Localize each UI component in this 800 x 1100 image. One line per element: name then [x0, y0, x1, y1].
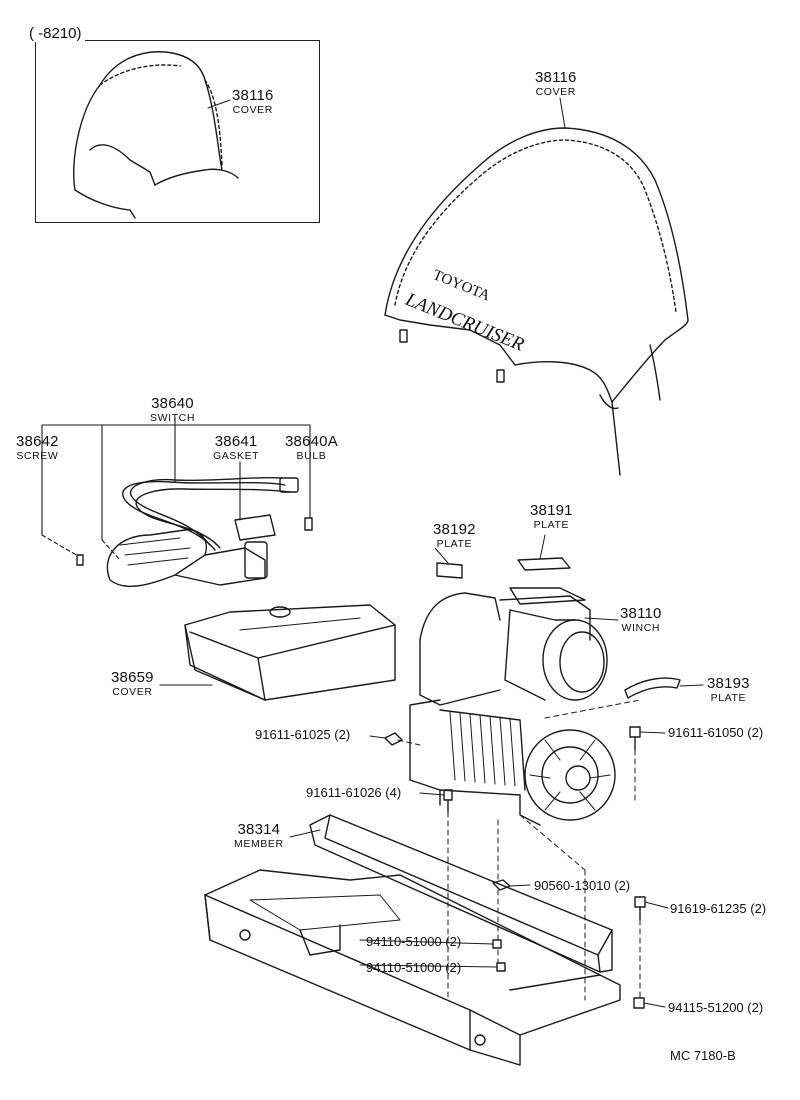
callout-38659: 38659 COVER: [111, 670, 154, 698]
partno-91619-61235: 91619-61235 (2): [670, 901, 767, 916]
partno-90560-13010: 90560-13010 (2): [534, 878, 631, 893]
part-name: MEMBER: [234, 838, 284, 850]
winch-drawing: [409, 587, 616, 826]
callout-38191: 38191 PLATE: [530, 503, 573, 531]
part-name: COVER: [232, 104, 273, 116]
part-number: 38191: [530, 502, 573, 519]
main-headrest-cover-drawing: [384, 127, 689, 476]
partno-94110-51000-b: 94110-51000 (2): [366, 960, 462, 975]
part-number: 38116: [232, 87, 274, 104]
winch-switch-drawing: [76, 476, 313, 587]
callout-38116-inset: 38116 COVER: [232, 88, 274, 116]
callout-38110: 38110 WINCH: [620, 606, 662, 634]
part-name: PLATE: [533, 519, 570, 531]
part-number: 38193: [707, 675, 750, 692]
part-name: PLATE: [710, 692, 747, 704]
plates-drawing: [436, 557, 681, 699]
part-name: SCREW: [16, 450, 59, 462]
partno-91611-61050: 91611-61050 (2): [668, 725, 764, 740]
part-number: 38641: [214, 433, 258, 450]
callout-38192: 38192 PLATE: [433, 522, 476, 550]
partno-94115-51200: 94115-51200 (2): [668, 1000, 764, 1015]
assembly-dashed-lines: [397, 699, 641, 1001]
part-name: WINCH: [621, 622, 661, 634]
illustration-code: MC 7180-B: [670, 1048, 736, 1063]
callout-38640: 38640 SWITCH: [150, 396, 195, 424]
partno-94110-51000-a: 94110-51000 (2): [366, 934, 462, 949]
early-model-inset: [35, 40, 320, 223]
part-name: GASKET: [213, 450, 260, 462]
part-name: BULB: [296, 450, 327, 462]
partno-91611-61025: 91611-61025 (2): [255, 727, 351, 742]
switch-bracket-lines: [41, 417, 311, 561]
callout-38642: 38642 SCREW: [16, 434, 59, 462]
part-number: 38659: [111, 669, 154, 686]
part-name: SWITCH: [150, 412, 196, 424]
callout-38193: 38193 PLATE: [707, 676, 750, 704]
member-drawing: [309, 814, 613, 973]
part-number: 38110: [620, 605, 662, 622]
leader-lines: [159, 97, 704, 1008]
part-number: 38192: [433, 521, 476, 538]
part-number: 38116: [535, 69, 577, 86]
inset-headrest-cover-drawing: [73, 51, 239, 219]
inset-range-label: ( -8210): [26, 25, 85, 42]
part-name: PLATE: [436, 538, 473, 550]
mounting-frame-drawing: [204, 869, 621, 1066]
callout-38641: 38641 GASKET: [213, 434, 259, 462]
part-number: 38640A: [285, 433, 338, 450]
part-number: 38314: [237, 821, 281, 838]
storage-cover-drawing: [184, 604, 396, 701]
callout-38314: 38314 MEMBER: [234, 822, 284, 850]
part-number: 38642: [16, 433, 59, 450]
callout-38640A: 38640A BULB: [285, 434, 338, 462]
part-number: 38640: [151, 395, 194, 412]
part-name: COVER: [112, 686, 153, 698]
callout-38116-main: 38116 COVER: [535, 70, 577, 98]
partno-91611-61026: 91611-61026 (4): [306, 785, 402, 800]
part-name: COVER: [535, 86, 576, 98]
fasteners-drawing: [384, 726, 646, 1009]
